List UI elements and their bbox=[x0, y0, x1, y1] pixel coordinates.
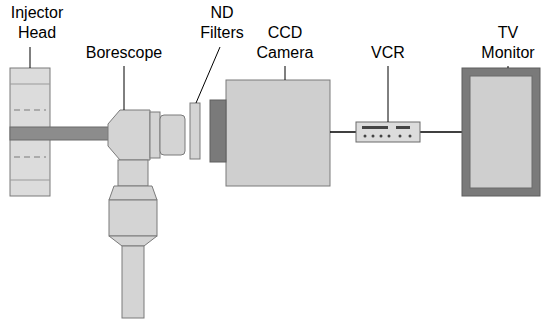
part-label: TV Monitor bbox=[476, 23, 540, 63]
part-label: Borescope bbox=[69, 43, 179, 63]
part-label: VCR bbox=[358, 43, 418, 63]
tv-monitor bbox=[462, 68, 540, 196]
borescope bbox=[108, 110, 185, 318]
video-cable bbox=[330, 131, 356, 133]
part-label: CCD Camera bbox=[250, 23, 320, 63]
ccd-camera bbox=[210, 80, 330, 186]
borescope-rod bbox=[10, 127, 112, 140]
part-label: Injector Head bbox=[2, 3, 72, 43]
nd-filter bbox=[190, 103, 200, 159]
video-cable bbox=[420, 131, 462, 133]
part-label: ND Filters bbox=[192, 3, 252, 43]
vcr-device bbox=[356, 122, 420, 142]
